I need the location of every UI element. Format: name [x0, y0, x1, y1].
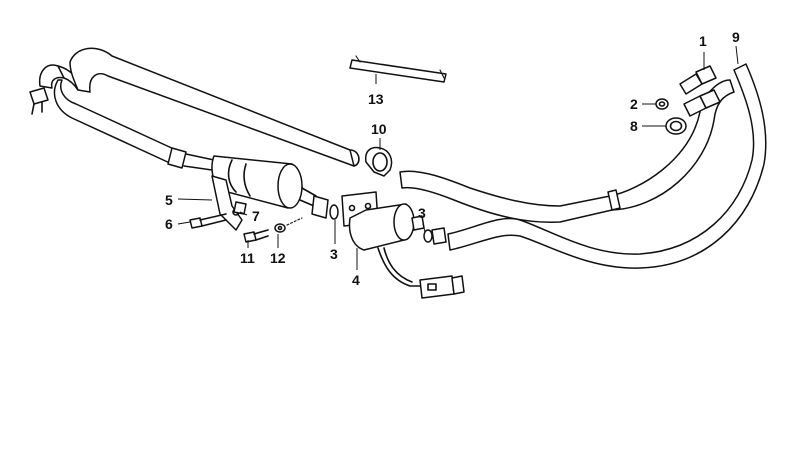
strip-13	[349, 55, 447, 83]
callout-3-left: 3	[330, 246, 338, 262]
callout-5: 5	[165, 192, 173, 208]
callout-4: 4	[352, 272, 360, 288]
seal-ring-2	[655, 98, 669, 110]
left-pipe-fitting	[29, 64, 79, 115]
bolt-6	[189, 213, 227, 229]
callout-13: 13	[368, 91, 384, 107]
washer-12	[274, 217, 303, 233]
callout-6: 6	[165, 216, 173, 232]
fuel-pump	[211, 155, 339, 220]
callout-2: 2	[630, 96, 638, 112]
callout-9: 9	[732, 29, 740, 45]
callout-8: 8	[630, 118, 638, 134]
callout-11: 11	[240, 250, 255, 266]
fitting-1-lower	[683, 89, 721, 117]
pump-bracket	[211, 175, 247, 231]
seal-ring-8	[665, 117, 687, 135]
leader-lines	[177, 45, 739, 270]
fuel-filter-4	[341, 191, 447, 251]
callout-1: 1	[699, 33, 707, 49]
upper-hose-left	[69, 47, 360, 167]
lower-hose-left	[53, 79, 215, 171]
right-hose-lower	[447, 63, 767, 269]
right-hose-9	[399, 79, 735, 223]
bolt-11	[243, 229, 269, 243]
callout-7: 7	[252, 208, 260, 224]
clamp-10	[364, 146, 393, 177]
callout-10: 10	[371, 121, 387, 137]
callout-3-right: 3	[418, 205, 426, 221]
fitting-1	[679, 65, 717, 95]
filter-wire-connector	[377, 247, 465, 299]
callout-12: 12	[270, 250, 286, 266]
